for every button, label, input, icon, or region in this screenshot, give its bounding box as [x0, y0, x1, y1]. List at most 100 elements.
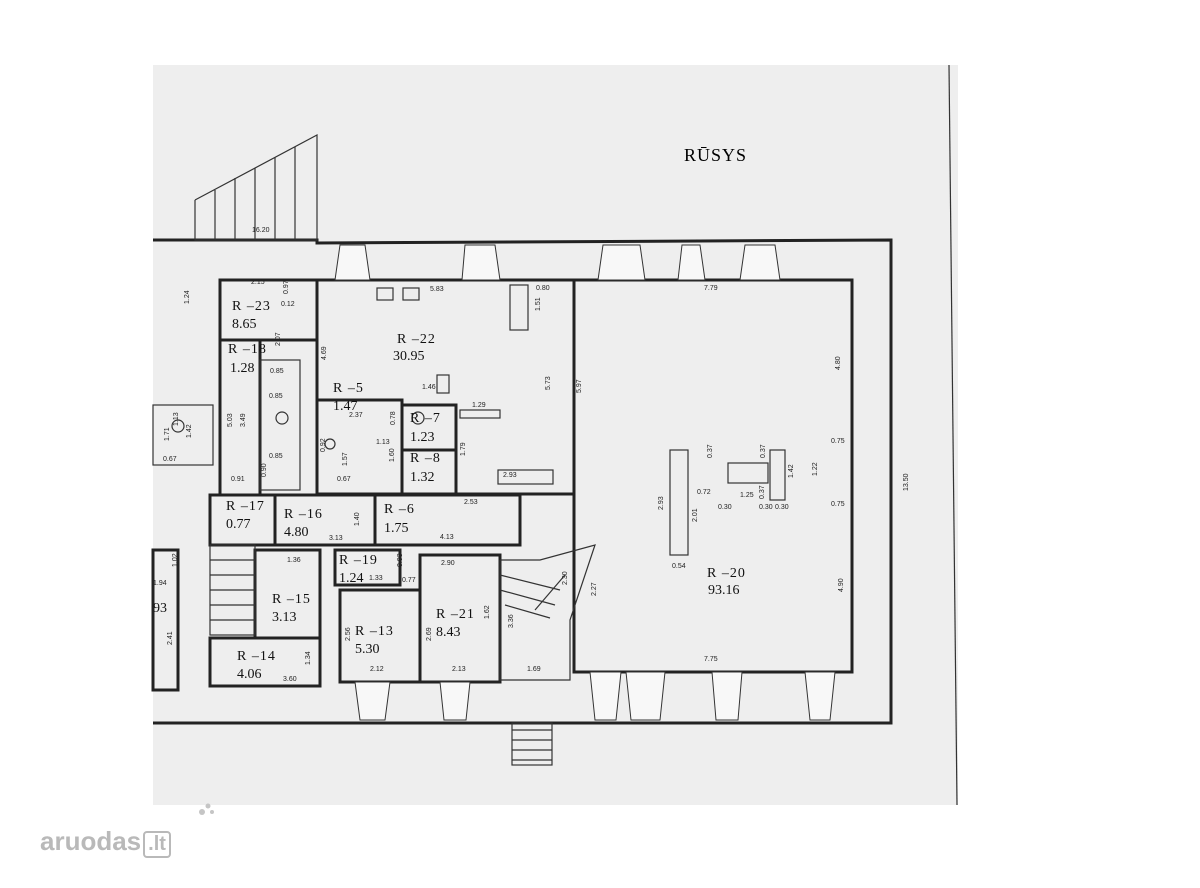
- dim-2-93-top: 2.93: [503, 472, 517, 479]
- room-area-r23: 8.65: [232, 317, 257, 332]
- dim-2-93: 2.93: [658, 496, 665, 510]
- dim-2-12: 2.12: [370, 666, 384, 673]
- dim-1-94: 1.94: [153, 580, 167, 587]
- dim-0-80: 0.80: [536, 285, 550, 292]
- dim-13-50: 13.50: [903, 473, 910, 491]
- dim-3-36: 3.36: [508, 614, 515, 628]
- dim-2-01: 2.01: [692, 508, 699, 522]
- dim-0-85c: 0.85: [269, 453, 283, 460]
- room-r6-walls: [373, 493, 522, 547]
- room-area-r21: 8.43: [436, 625, 461, 640]
- logo-suffix: .lt: [143, 831, 171, 858]
- room-area-r22: 30.95: [393, 349, 425, 364]
- dim-1-62: 1.62: [484, 605, 491, 619]
- window-wells-bottom: [354, 671, 836, 721]
- dim-1-42-left: 1.42: [186, 424, 193, 438]
- room-area-r5: 1.47: [333, 399, 358, 414]
- dim-1-13: 1.13: [376, 439, 390, 446]
- dim-0-72: 0.72: [697, 489, 711, 496]
- pillars: [669, 449, 786, 556]
- dim-0-30b: 0.30: [759, 504, 773, 511]
- fixtures: [152, 284, 554, 485]
- room-area-r6: 1.75: [384, 521, 409, 536]
- dim-4-69: 4.69: [321, 346, 328, 360]
- dim-1-40: 1.40: [354, 512, 361, 526]
- dim-1-22: 1.22: [812, 462, 819, 476]
- dim-0-30a: 0.30: [718, 504, 732, 511]
- logo-dots-icon: [199, 803, 214, 815]
- dim-5-03: 5.03: [227, 413, 234, 427]
- dim-0-93: 0.93: [397, 553, 404, 567]
- dim-3-49: 3.49: [240, 413, 247, 427]
- room-id-r18: R –18: [228, 342, 267, 357]
- room-area-r16: 4.80: [284, 525, 309, 540]
- room-left-edge-walls: [151, 548, 180, 692]
- dim-2-41: 2.41: [167, 631, 174, 645]
- dim-0-12: 0.12: [281, 301, 295, 308]
- room-r23-walls: [218, 278, 319, 342]
- dim-1-79: 1.79: [460, 442, 467, 456]
- dim-0-92: 0.92: [320, 438, 327, 452]
- room-id-r16: R –16: [284, 507, 323, 522]
- room-id-r6: R –6: [384, 502, 415, 517]
- dim-0-77: 0.77: [402, 577, 416, 584]
- dim-2-07: 2.07: [275, 332, 282, 346]
- dim-0-75a: 0.75: [831, 438, 845, 445]
- room-id-r21: R –21: [436, 607, 475, 622]
- dim-1-29: 1.29: [472, 402, 486, 409]
- stair-arrow: [534, 574, 566, 611]
- dim-0-85b: 0.85: [269, 393, 283, 400]
- dim-0-67: 0.67: [337, 476, 351, 483]
- room-area-partial: 93: [153, 601, 167, 616]
- dim-7-79: 7.79: [704, 285, 718, 292]
- dim-7-75: 7.75: [704, 656, 718, 663]
- dim-0-78: 0.78: [390, 411, 397, 425]
- room-id-r22: R –22: [397, 332, 436, 347]
- dim-0-91: 0.91: [231, 476, 245, 483]
- dim-1-02: 1.02: [172, 553, 179, 567]
- room-wc-walls: [259, 359, 301, 491]
- dim-2-69: 2.69: [426, 627, 433, 641]
- dim-3-13: 3.13: [329, 535, 343, 542]
- room-area-r8: 1.32: [410, 470, 435, 485]
- room-id-r5: R –5: [333, 381, 364, 396]
- dim-3-60: 3.60: [283, 676, 297, 683]
- dim-2-15: 2.15: [251, 279, 265, 286]
- dim-1-71: 1.71: [164, 427, 171, 441]
- dim-2-56: 2.56: [345, 627, 352, 641]
- plan-title: RŪSYS: [684, 145, 748, 165]
- dim-1-24: 1.24: [184, 290, 191, 304]
- room-area-r18: 1.28: [230, 361, 255, 376]
- room-id-r7: R –7: [410, 411, 441, 426]
- room-area-r7: 1.23: [410, 430, 435, 445]
- room-area-r19: 1.24: [339, 571, 364, 586]
- dim-0-67-left: 0.67: [163, 456, 177, 463]
- dim-0-90: 0.90: [261, 463, 268, 477]
- window-wells-top: [334, 244, 781, 281]
- dim-1-60: 1.60: [389, 448, 396, 462]
- left-staircase: [209, 544, 256, 636]
- room-r19-walls: [333, 548, 402, 587]
- dim-2-53: 2.53: [464, 499, 478, 506]
- dim-2-13: 2.13: [452, 666, 466, 673]
- room-r20-walls: [572, 278, 854, 674]
- dim-1-42: 1.42: [788, 464, 795, 478]
- top-staircase: [194, 134, 318, 241]
- center-staircase: [499, 544, 596, 681]
- room-id-r23: R –23: [232, 299, 271, 314]
- dim-4-80: 4.80: [835, 356, 842, 370]
- dim-2-30: 2.30: [562, 571, 569, 585]
- room-id-r19: R –19: [339, 553, 378, 568]
- room-area-r15: 3.13: [272, 610, 297, 625]
- dim-0-30c: 0.30: [775, 504, 789, 511]
- dim-1-25: 1.25: [740, 492, 754, 499]
- room-id-r17: R –17: [226, 499, 265, 514]
- dim-16-20: 16.20: [252, 227, 270, 234]
- room-area-r13: 5.30: [355, 642, 380, 657]
- dim-0-85a: 0.85: [270, 368, 284, 375]
- dim-4-13: 4.13: [440, 534, 454, 541]
- dim-1-46: 1.46: [422, 384, 436, 391]
- dim-5-73: 5.73: [545, 376, 552, 390]
- dim-2-90: 2.90: [441, 560, 455, 567]
- bottom-staircase: [511, 722, 553, 766]
